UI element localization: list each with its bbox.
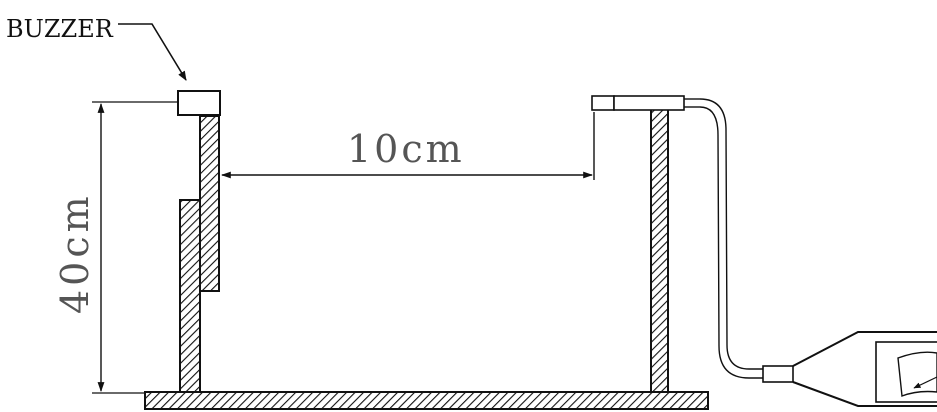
meter-cable-outer bbox=[699, 98, 763, 370]
meter-display-frame bbox=[875, 341, 937, 403]
left-stand-outer-post bbox=[179, 199, 201, 393]
meter-dial-arc bbox=[897, 351, 937, 397]
base-plate bbox=[144, 391, 709, 410]
left-stand-inner-post bbox=[199, 115, 220, 292]
height-label: 40cm bbox=[53, 192, 97, 314]
meter-plug bbox=[762, 365, 794, 383]
meter-cable-inner bbox=[699, 106, 763, 379]
meter-needle bbox=[913, 376, 937, 389]
buzzer-block bbox=[177, 90, 221, 116]
sound-level-meter-body bbox=[792, 331, 937, 407]
distance-label: 10cm bbox=[347, 127, 465, 171]
right-stand-post bbox=[650, 108, 669, 393]
buzzer-label: BUZZER bbox=[6, 15, 114, 43]
buzzer-leader-line bbox=[118, 23, 187, 81]
microphone-tip bbox=[591, 95, 615, 111]
microphone-body bbox=[613, 95, 685, 111]
